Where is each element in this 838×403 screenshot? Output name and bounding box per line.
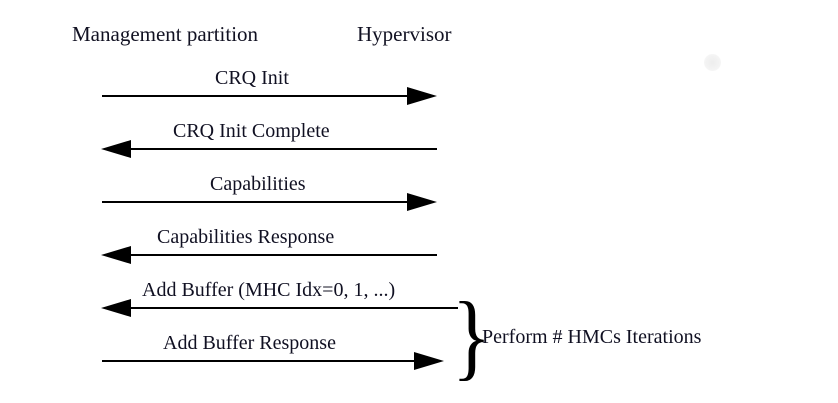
arrowhead-left-icon xyxy=(101,246,131,264)
arrowhead-left-icon xyxy=(101,140,131,158)
message-line xyxy=(130,307,458,309)
message-label: Capabilities xyxy=(210,173,306,195)
arrowhead-right-icon xyxy=(407,193,437,211)
message-label: CRQ Init Complete xyxy=(173,120,330,142)
message-label: Add Buffer Response xyxy=(163,332,336,354)
message-line xyxy=(130,148,437,150)
arrowhead-right-icon xyxy=(407,87,437,105)
message-row: CRQ Init Complete xyxy=(0,121,838,167)
background-smudge-artifact xyxy=(704,54,721,71)
message-label: CRQ Init xyxy=(215,67,289,89)
message-line xyxy=(130,254,437,256)
message-line xyxy=(102,360,415,362)
message-line xyxy=(102,95,408,97)
message-label: Capabilities Response xyxy=(157,226,335,248)
message-row: Add Buffer Response xyxy=(0,333,838,379)
message-row: Capabilities xyxy=(0,174,838,220)
message-row: Capabilities Response xyxy=(0,227,838,273)
message-line xyxy=(102,201,408,203)
message-row: CRQ Init xyxy=(0,68,838,114)
arrowhead-right-icon xyxy=(414,352,444,370)
grouping-brace-icon: } xyxy=(452,282,492,389)
lifeline-title-hypervisor: Hypervisor xyxy=(357,22,452,46)
iteration-note-label: Perform # HMCs Iterations xyxy=(482,326,702,348)
message-label: Add Buffer (MHC Idx=0, 1, ...) xyxy=(142,279,396,301)
arrowhead-left-icon xyxy=(101,299,131,317)
message-row: Add Buffer (MHC Idx=0, 1, ...) xyxy=(0,280,838,326)
lifeline-title-management-partition: Management partition xyxy=(72,22,259,46)
